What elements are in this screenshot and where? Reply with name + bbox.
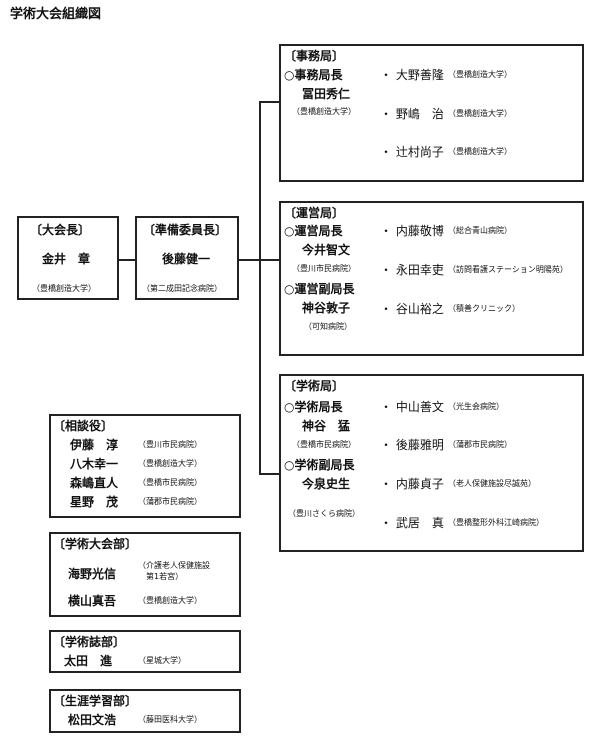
academic-head-name: 神谷 猛 [302,419,351,433]
academic-vice-title: ○学術副局長 [284,458,355,472]
operations-member-name: ・ 内藤敬博 [380,224,444,238]
secretariat-member-affiliation: （豊橋創造大学） [448,109,512,118]
advisor-affiliation: （豊橋市民病院） [138,478,202,487]
operations-box [279,201,584,356]
academic-heading: 〔学術局〕 [284,379,345,393]
journal-dept-heading: 〔学術誌部〕 [53,635,126,649]
lifelong-member-name: 松田文浩 [68,713,117,727]
secretariat-member-name: ・ 辻村尚子 [380,145,444,159]
operations-head-name: 今井智文 [302,243,351,257]
secretariat-head-affiliation: （豊橋創造大学） [292,107,356,116]
advisor-affiliation: （蒲郡市民病院） [138,497,202,506]
academic-head-title: ○学術局長 [284,400,343,414]
operations-heading: 〔運営局〕 [284,206,345,220]
academic-box [279,374,584,552]
congress-member-affiliation: （介護老人保健施設 [138,561,210,570]
congress-member-name: 海野光信 [68,567,117,581]
lifelong-member-affiliation: （藤田医科大学） [138,715,202,724]
operations-member-affiliation: （総合青山病院） [448,226,512,235]
prep-chair-heading: 〔準備委員長〕 [143,223,228,237]
secretariat-heading: 〔事務局〕 [284,49,345,63]
academic-member-name: ・ 内藤貞子 [380,477,444,491]
lifelong-dept-heading: 〔生涯学習部〕 [53,694,138,708]
journal-member-affiliation: （星城大学） [138,656,186,665]
advisor-name: 森嶋直人 [70,476,119,490]
secretariat-head-title: ○事務局長 [284,68,343,82]
prep-chair-affiliation: （第二成田記念病院） [142,284,222,293]
operations-vice-title: ○運営副局長 [284,282,355,296]
lifelong-dept-box [49,689,241,733]
president-box [17,216,119,300]
connector-to-secretariat [259,101,279,103]
operations-member-affiliation: （訪問看護ステーション明陽苑） [448,265,568,274]
page-title: 学術大会組織図 [10,7,102,22]
congress-member-affiliation: （豊橋創造大学） [138,596,202,605]
president-affiliation: （豊橋創造大学） [32,284,96,293]
advisor-name: 伊藤 淳 [70,438,119,452]
president-name: 金井 章 [42,252,91,266]
journal-dept-box [49,630,241,673]
secretariat-member-affiliation: （豊橋創造大学） [448,70,512,79]
operations-member-affiliation: （積善クリニック） [448,304,520,313]
advisors-heading: 〔相談役〕 [53,419,114,433]
president-heading: 〔大会長〕 [30,223,91,237]
connector-to-operations [259,259,279,261]
operations-member-name: ・ 永田幸吏 [380,263,444,277]
prep-chair-box [135,216,239,300]
advisor-affiliation: （豊川市民病院） [138,440,202,449]
connector-president-prep [118,259,136,261]
secretariat-head-name: 冨田秀仁 [302,87,351,101]
congress-dept-box [49,532,241,617]
academic-member-affiliation: （老人保健施設尽誠苑） [448,479,536,488]
operations-head-affiliation: （豊川市民病院） [292,264,356,273]
academic-member-name: ・ 後藤雅明 [380,438,444,452]
operations-head-title: ○運営局長 [284,224,343,238]
academic-vice-name: 今泉史生 [302,477,351,491]
secretariat-member-name: ・ 大野善隆 [380,68,444,82]
connector-prep-trunk [238,259,260,261]
congress-member-affiliation-line2: 第1若宮） [146,572,184,581]
secretariat-member-affiliation: （豊橋創造大学） [448,147,512,156]
operations-vice-affiliation: （可知病院） [304,322,352,331]
academic-member-name: ・ 中山善文 [380,400,444,414]
advisors-box [49,414,241,518]
congress-member-name: 横山真吾 [68,594,117,608]
connector-to-academic [259,473,279,475]
secretariat-member-name: ・ 野嶋 治 [380,107,444,121]
advisor-name: 八木幸一 [70,457,119,471]
academic-member-affiliation: （光生会病院） [448,402,504,411]
secretariat-box [279,44,584,182]
academic-member-affiliation: （蒲郡市民病院） [448,440,512,449]
prep-chair-name: 後藤健一 [162,252,211,266]
academic-head-affiliation: （豊橋市民病院） [292,440,356,449]
academic-vice-affiliation: （豊川さくら病院） [288,509,360,518]
academic-member-name: ・ 武居 真 [380,516,444,530]
connector-trunk-vertical [259,101,261,475]
congress-dept-heading: 〔学術大会部〕 [53,537,138,551]
operations-vice-name: 神谷敦子 [302,301,351,315]
journal-member-name: 太田 進 [64,654,113,668]
operations-member-name: ・ 谷山裕之 [380,302,444,316]
academic-member-affiliation: （豊橋整形外科江崎病院） [448,518,544,527]
advisor-name: 星野 茂 [70,495,119,509]
advisor-affiliation: （豊橋創造大学） [138,459,202,468]
